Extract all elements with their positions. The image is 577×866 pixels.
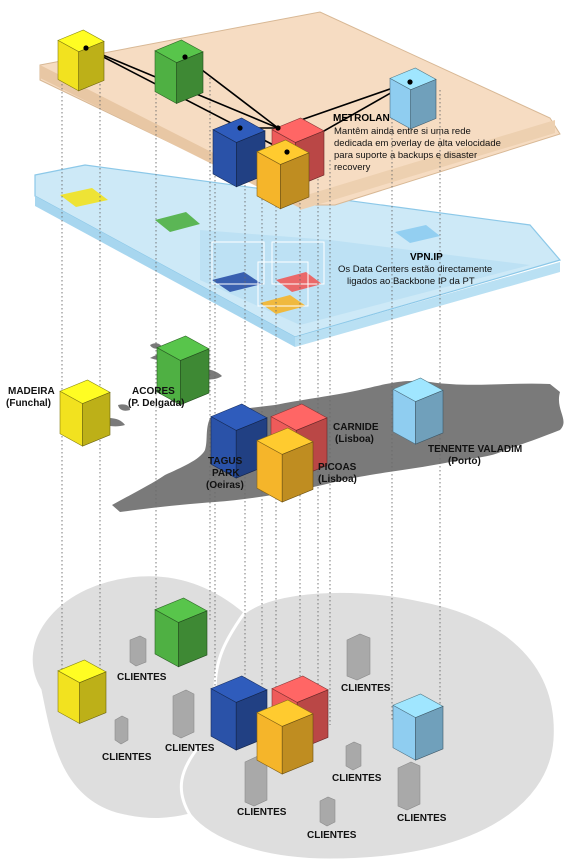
cube-right	[415, 389, 444, 445]
cube-right	[180, 348, 210, 406]
cube-right	[176, 51, 204, 104]
madeira-location: (Funchal)	[6, 398, 51, 409]
cube-right	[79, 671, 107, 724]
picoas-cube-map	[256, 427, 314, 503]
client-labels: CLIENTES CLIENTES CLIENTES CLIENTES CLIE…	[102, 672, 447, 841]
madeira-cube-metrolan	[57, 29, 105, 92]
vpnip-title: VPN.IP	[410, 252, 443, 263]
metrolan-title: METROLAN	[333, 113, 390, 124]
tagus-name: TAGUS	[208, 456, 243, 467]
metrolan-description-line: dedicada em overlay de alta velocidade	[334, 138, 501, 149]
tagus-name2: PARK	[212, 468, 240, 479]
tenente-cube-clients	[392, 693, 444, 761]
carnide-name: CARNIDE	[333, 422, 379, 433]
madeira-cube-map	[59, 379, 111, 447]
cube-right	[82, 391, 111, 447]
metrolan-description-line: recovery	[334, 162, 371, 173]
acores-cube-clients	[154, 597, 208, 668]
datacenter-cubes	[57, 29, 444, 775]
picoas-location: (Lisboa)	[318, 474, 357, 485]
clientes-label: CLIENTES	[102, 752, 152, 763]
metrolan-description-line: para suporte a backups e disaster	[334, 150, 477, 161]
madeira-name: MADEIRA	[8, 386, 55, 397]
vpnip-description-line: Os Data Centers estão directamente	[338, 264, 492, 275]
server-tower	[114, 715, 129, 745]
vpnip-description-line: ligados ao Backbone IP da PT	[347, 276, 475, 287]
server-tower	[346, 633, 371, 681]
cube-right	[78, 40, 105, 92]
tenente-cube-metrolan	[389, 67, 437, 130]
datacenter-labels: MADEIRA (Funchal) ACORES (P. Delgada) CA…	[6, 386, 522, 491]
acores-location: (P. Delgada)	[128, 398, 185, 409]
metrolan-description-line: Mantêm ainda entre si uma rede	[334, 126, 471, 137]
vpnip-layer: VPN.IP Os Data Centers estão directament…	[34, 164, 562, 347]
server-tower	[172, 689, 195, 739]
madeira-cube-clients	[57, 659, 107, 724]
picoas-name: PICOAS	[318, 462, 357, 473]
tagus-cube-map	[210, 403, 268, 479]
cube-right	[281, 441, 314, 503]
server-tower	[129, 635, 147, 667]
server-tower	[345, 741, 362, 771]
clientes-label: CLIENTES	[117, 672, 167, 683]
server-tower	[319, 796, 336, 827]
tenente-location: (Porto)	[448, 456, 481, 467]
clientes-label: CLIENTES	[237, 807, 287, 818]
acores-name: ACORES	[132, 386, 175, 397]
client-servers	[114, 633, 421, 827]
metrolan-nodes	[83, 45, 413, 155]
acores-cube-metrolan	[154, 39, 204, 104]
clientes-label: CLIENTES	[341, 683, 391, 694]
tagus-location: (Oeiras)	[206, 480, 244, 491]
cube-right	[281, 713, 314, 775]
tenente-cube-map	[392, 377, 444, 445]
clientes-label: CLIENTES	[307, 830, 357, 841]
cube-right	[178, 610, 208, 668]
picoas-cube-clients	[256, 699, 314, 775]
carnide-location: (Lisboa)	[335, 434, 374, 445]
clientes-label: CLIENTES	[332, 773, 382, 784]
cube-right	[410, 78, 437, 130]
acores-cube-map	[156, 335, 210, 406]
picoas-cube-metrolan	[256, 139, 310, 210]
tenente-name: TENENTE VALADIM	[428, 444, 522, 455]
cube-right	[280, 152, 310, 210]
server-tower	[397, 761, 421, 811]
clientes-label: CLIENTES	[165, 743, 215, 754]
clientes-label: CLIENTES	[397, 813, 447, 824]
cube-right	[415, 705, 444, 761]
